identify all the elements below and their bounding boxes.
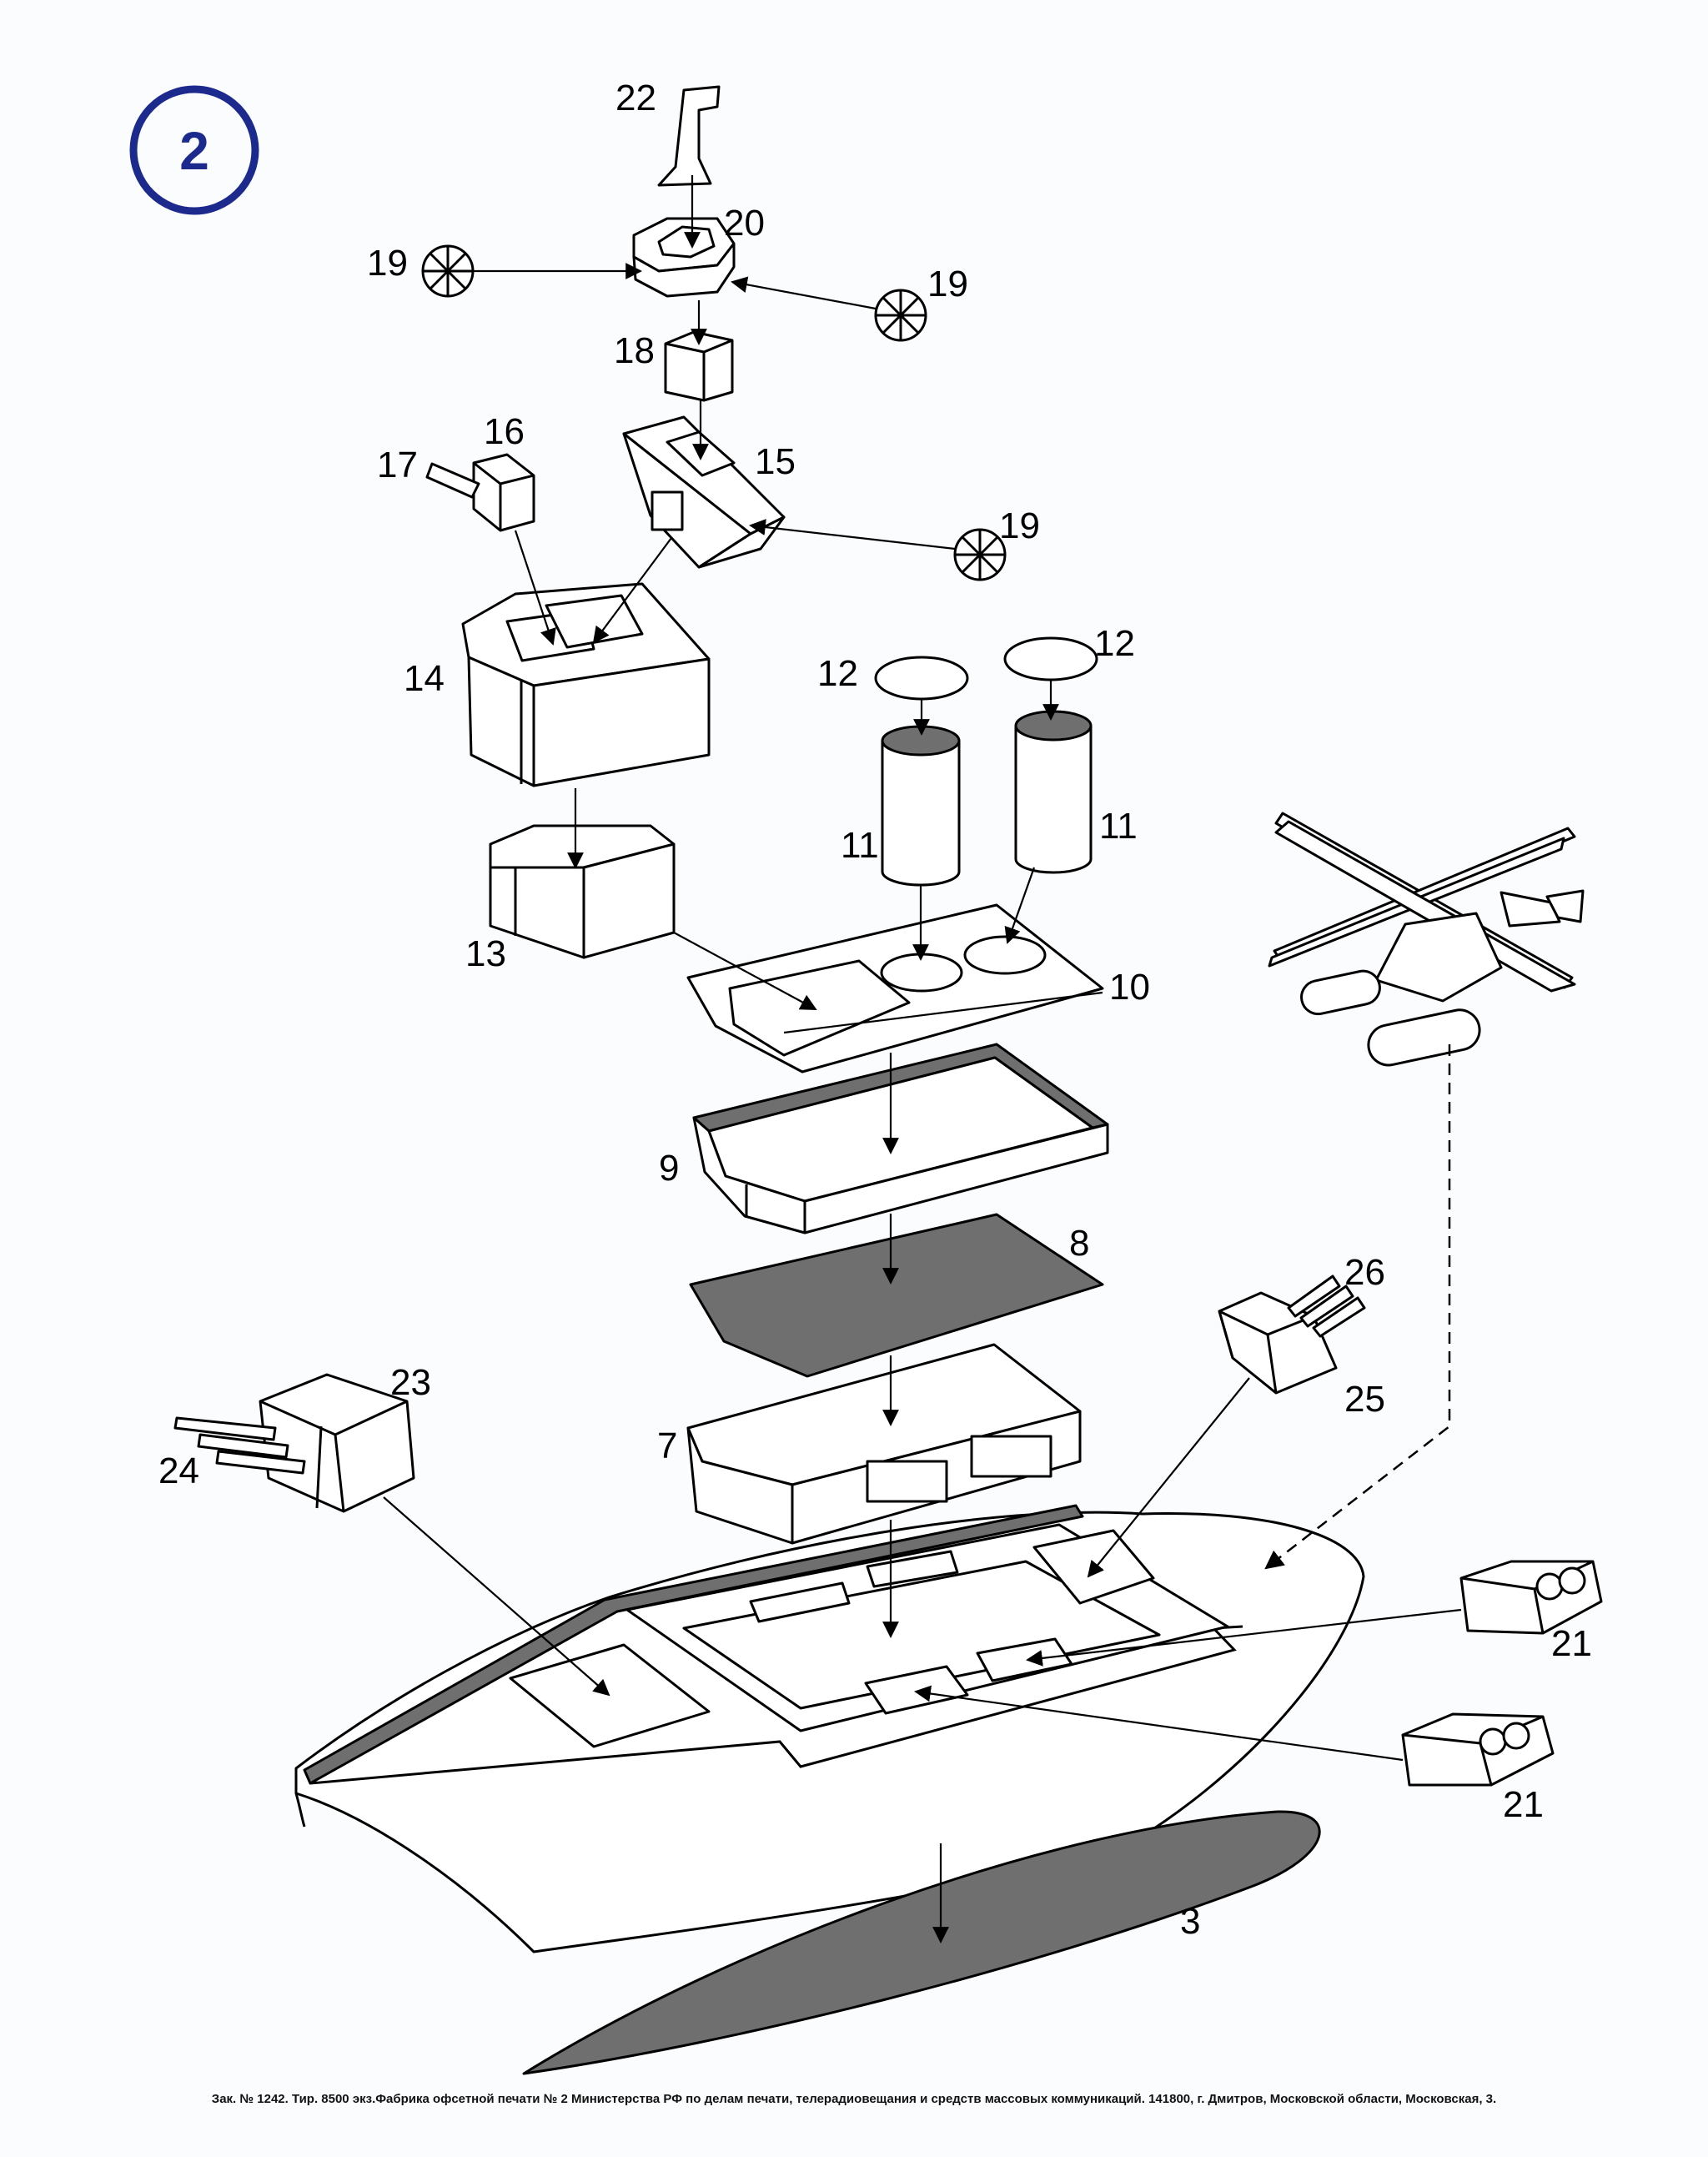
label-15: 15 <box>755 441 796 482</box>
part-22-flag <box>657 85 721 187</box>
part-21-launcher-b <box>1401 1712 1555 1787</box>
label-14: 14 <box>404 658 445 699</box>
label-16: 16 <box>484 411 525 452</box>
label-25: 25 <box>1344 1379 1385 1420</box>
label-20: 20 <box>724 203 765 244</box>
part-12-cap-b <box>1003 636 1098 681</box>
part-11-funnel-a <box>881 725 961 887</box>
label-26: 26 <box>1344 1252 1385 1293</box>
label-18: 18 <box>614 330 655 371</box>
label-21-b: 21 <box>1503 1784 1544 1825</box>
label-12-b: 12 <box>1094 623 1135 664</box>
label-7: 7 <box>657 1425 677 1466</box>
label-19-c: 19 <box>999 505 1040 546</box>
label-10: 10 <box>1109 967 1150 1008</box>
label-11-a: 11 <box>841 825 879 866</box>
part-13-deckhouse <box>489 824 676 959</box>
label-13: 13 <box>465 933 506 974</box>
part-15-superstructure <box>622 415 786 569</box>
part-10-deck-plate <box>686 903 1104 1073</box>
part-20-bridge-top <box>632 217 736 298</box>
label-8: 8 <box>1069 1223 1089 1264</box>
part-7-deckhouse <box>686 1343 1082 1545</box>
label-21-a: 21 <box>1551 1623 1592 1664</box>
part-21-launcher-a <box>1459 1560 1603 1635</box>
part-labels: 22 20 19 19 18 16 17 15 19 14 12 12 11 1… <box>158 78 1592 1942</box>
label-12-a: 12 <box>817 653 858 694</box>
part-3-keel <box>522 1810 1321 2075</box>
part-11-funnel-b <box>1014 710 1093 874</box>
part-19-wheel-c <box>953 528 1007 581</box>
label-19-b: 19 <box>927 264 968 304</box>
part-9-frame <box>692 1043 1109 1234</box>
print-imprint: Зак. № 1242. Тир. 8500 экз.Фабрика офсет… <box>211 2092 1497 2106</box>
part-24-barrels <box>173 1416 306 1475</box>
part-19-wheel-b <box>874 289 927 342</box>
part-23-turret <box>259 1373 415 1513</box>
part-14-tower <box>461 582 711 787</box>
helicopter <box>1268 812 1585 1067</box>
part-19-wheel-a <box>421 244 475 298</box>
step-number: 2 <box>179 121 209 181</box>
part-26-barrels <box>1287 1275 1366 1338</box>
label-23: 23 <box>390 1362 431 1403</box>
label-11-b: 11 <box>1099 806 1138 847</box>
label-22: 22 <box>615 78 656 118</box>
part-17-barrel <box>425 462 480 499</box>
label-17: 17 <box>377 445 418 485</box>
assembly-arrows <box>383 175 1462 1943</box>
label-24: 24 <box>158 1451 199 1491</box>
step-badge: 2 <box>129 85 259 215</box>
label-leaders <box>783 991 1103 1034</box>
part-16-turret <box>472 453 535 532</box>
label-19-a: 19 <box>367 243 408 284</box>
part-8-plate <box>689 1213 1104 1378</box>
part-12-cap-a <box>874 656 969 701</box>
label-3: 3 <box>1180 1901 1200 1942</box>
label-9: 9 <box>659 1148 679 1189</box>
